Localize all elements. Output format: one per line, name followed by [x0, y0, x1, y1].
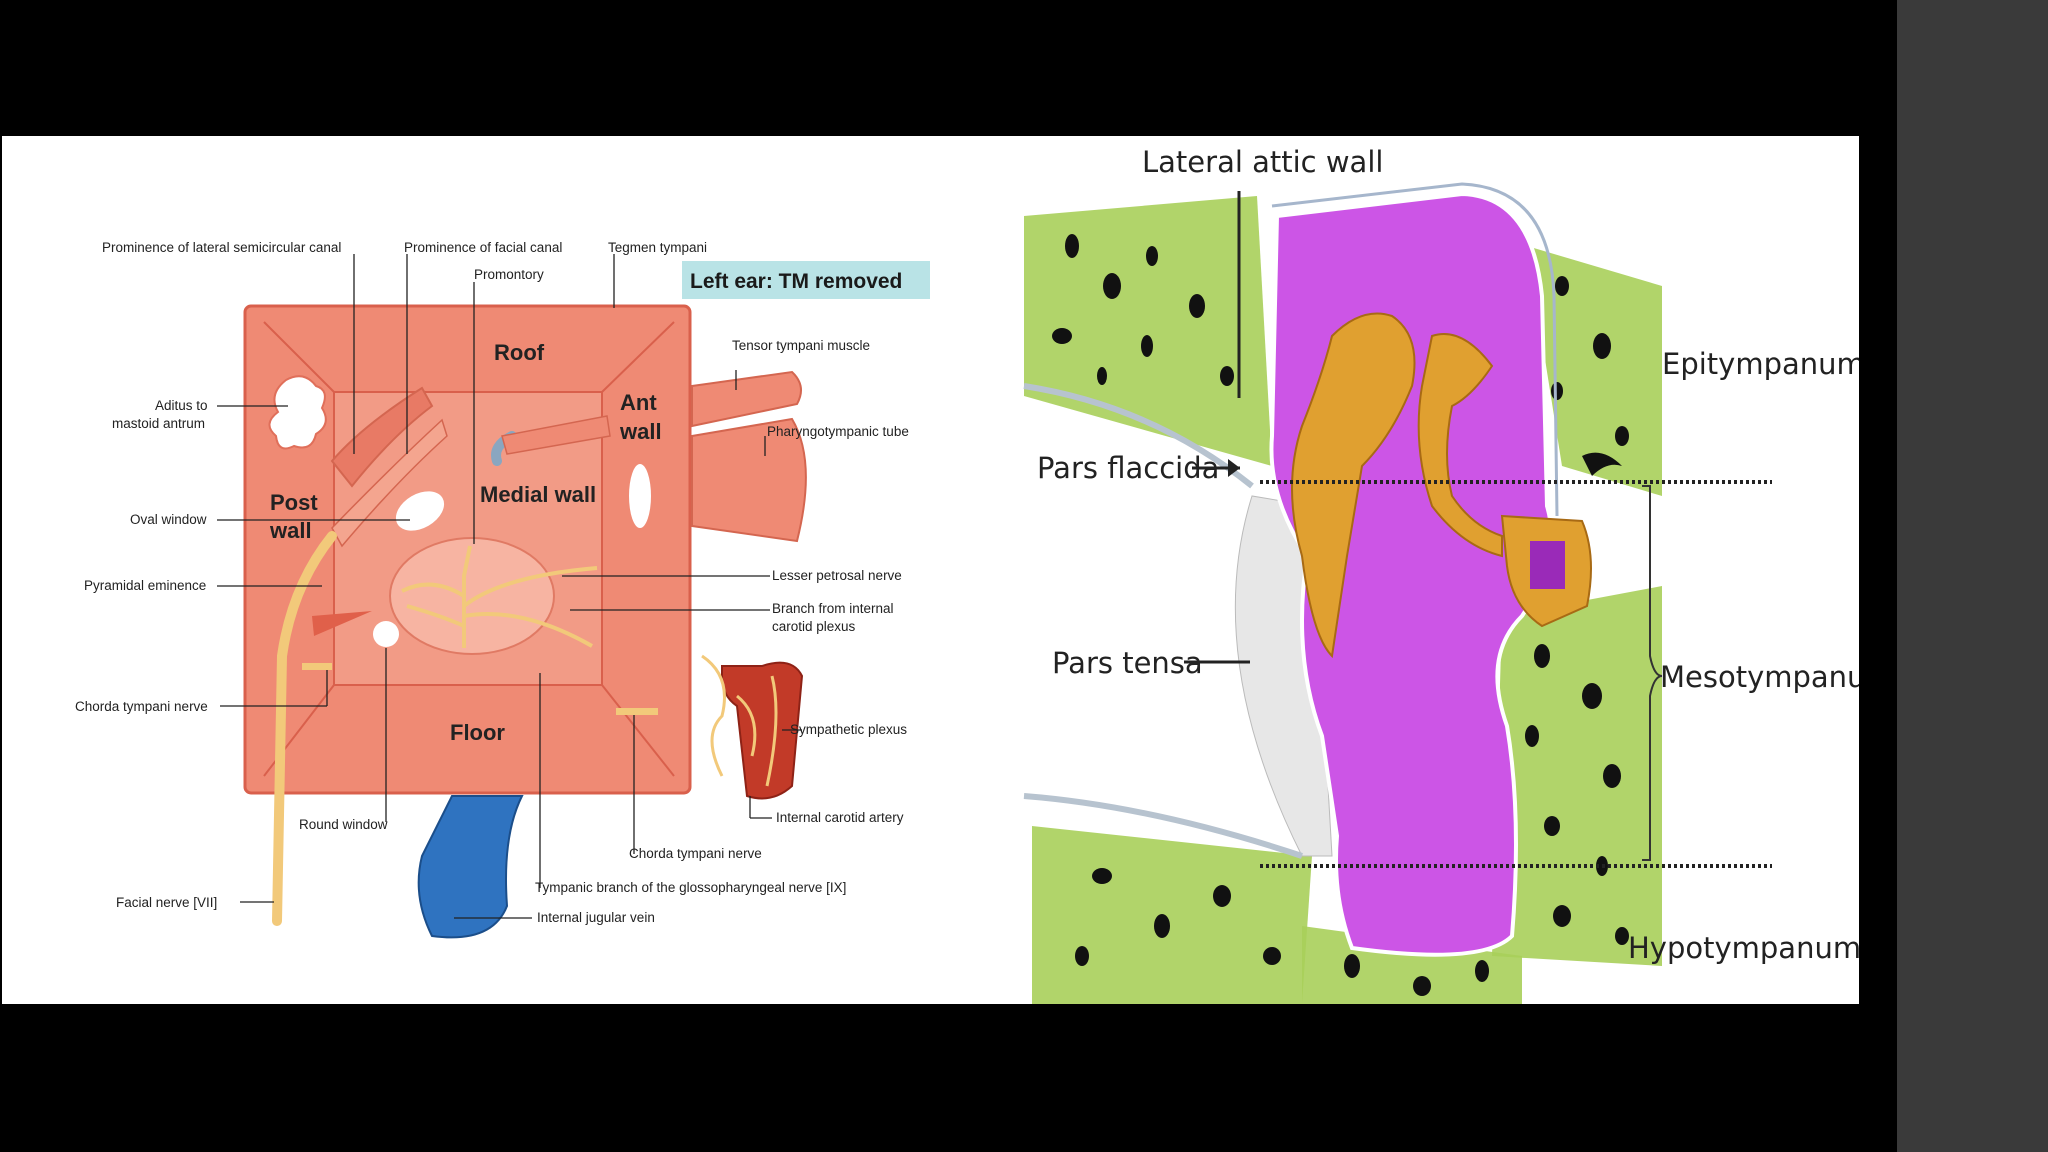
mesotympanum-brace [1642, 485, 1663, 861]
facial-nerve [272, 531, 337, 926]
label-jugular: Internal jugular vein [537, 910, 655, 925]
label-sympathetic: Sympathetic plexus [790, 722, 907, 737]
label-aditus-2: mastoid antrum [112, 416, 205, 431]
label-carotid: Internal carotid artery [776, 810, 904, 825]
incus [1417, 333, 1503, 558]
label-branch-2: carotid plexus [772, 619, 856, 634]
label-facial-canal: Prominence of facial canal [404, 240, 562, 255]
label-chorda-right: Chorda tympani nerve [629, 846, 762, 861]
tensor-tympani-canal [501, 415, 611, 455]
malleus [1291, 312, 1416, 659]
label-aditus-1: Aditus to [155, 398, 208, 413]
label-pyramidal: Pyramidal eminence [84, 578, 206, 593]
right-side-bar [1897, 0, 2048, 1152]
label-lateral-semicircular: Prominence of lateral semicircular canal [102, 240, 341, 255]
ant-wall-label-1: Ant [620, 390, 657, 415]
floor-label: Floor [450, 720, 505, 745]
medial-wall-label: Medial wall [480, 482, 596, 507]
label-facial-nerve: Facial nerve [VII] [116, 895, 217, 910]
tympanic-plexus [401, 545, 598, 648]
oval-window [395, 491, 445, 531]
promontory [389, 537, 555, 655]
label-tympanic-branch: Tympanic branch of the glossopharyngeal … [535, 880, 846, 895]
tympanic-cavity-section-diagram: Lateral attic wall Pars flaccida Pars te… [1023, 145, 1859, 1004]
label-oval-window: Oval window [130, 512, 207, 527]
label-lesser-petrosal: Lesser petrosal nerve [772, 568, 902, 583]
aditus-opening [268, 375, 327, 450]
label-chorda-left: Chorda tympani nerve [75, 699, 208, 714]
bone-cells [1052, 234, 1629, 996]
slide: Left ear: TM removed [2, 136, 1859, 1004]
tensor-tympani-muscle [691, 370, 802, 428]
facial-canal-prominence [331, 418, 448, 548]
label-mesotympanum: Mesotympanum [1660, 660, 1859, 694]
label-lateral-attic-wall: Lateral attic wall [1142, 145, 1383, 179]
label-epitympanum: Epitympanum [1662, 347, 1859, 381]
pharyngotympanic-tube [691, 417, 807, 543]
internal-jugular-vein [417, 795, 524, 939]
round-window [373, 621, 399, 647]
sympathetic-plexus [701, 654, 778, 787]
label-tensor-tympani: Tensor tympani muscle [732, 338, 870, 353]
post-wall-label-1: Post [270, 490, 318, 515]
leader-lines [217, 254, 802, 919]
roof-label: Roof [494, 340, 545, 365]
label-promontory: Promontory [474, 267, 544, 282]
label-round-window: Round window [299, 817, 388, 832]
label-pars-tensa: Pars tensa [1052, 646, 1203, 680]
ant-wall-opening [629, 464, 651, 528]
label-pharyngotympanic: Pharyngotympanic tube [767, 424, 909, 439]
pyramidal-eminence [312, 611, 372, 636]
label-branch-1: Branch from internal [772, 601, 894, 616]
post-wall-label-2: wall [269, 518, 312, 543]
label-tegmen: Tegmen tympani [608, 240, 707, 255]
middle-ear-box-diagram: Left ear: TM removed [75, 240, 930, 939]
ant-wall-label-2: wall [619, 419, 662, 444]
banner-text: Left ear: TM removed [690, 270, 902, 293]
label-hypotympanum: Hypotympanum [1628, 931, 1859, 965]
stapes-footplate [1530, 541, 1565, 589]
label-pars-flaccida: Pars flaccida [1037, 451, 1219, 485]
banner-bg [682, 261, 930, 299]
